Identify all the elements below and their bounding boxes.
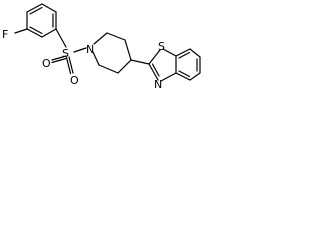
bond	[41, 28, 57, 38]
bond	[124, 39, 132, 61]
bond	[189, 72, 201, 81]
atom-label-oxygen-top: O	[42, 57, 51, 70]
bond	[175, 48, 191, 57]
aromatic-inner-bond	[178, 51, 191, 59]
benzo-ring	[175, 48, 201, 81]
bond	[162, 48, 177, 57]
bond-s-o-bottom	[68, 56, 74, 74]
piperidine-ring	[92, 32, 132, 74]
bond	[92, 51, 100, 66]
bond	[117, 59, 132, 74]
bond	[189, 48, 201, 58]
bond	[93, 32, 108, 45]
atom-label-sulfur: S	[62, 47, 69, 60]
bond	[106, 32, 126, 41]
bond	[160, 72, 177, 82]
bond-ring-to-sulfur	[55, 28, 67, 48]
bond-piperidine-to-thiazole	[130, 59, 150, 65]
bond	[26, 28, 43, 38]
bond	[175, 72, 191, 81]
bond-s-o-top	[51, 55, 67, 61]
atom-label-fluorine: F	[2, 28, 8, 41]
bond	[26, 3, 43, 13]
aromatic-inner-bond	[178, 70, 191, 78]
bond	[41, 3, 57, 13]
atom-label-oxygen-bottom: O	[70, 74, 79, 87]
aromatic-inner-bond	[29, 6, 43, 15]
bond-s-o-bottom	[65, 56, 72, 75]
atom-label-thiazole-nitrogen: N	[154, 78, 162, 91]
bond-s-o-top	[51, 57, 67, 64]
chemical-structure-diagram: F S O O N S N	[2, 3, 201, 91]
thiazole-ring	[148, 48, 177, 82]
bond-ring-to-fluorine	[14, 28, 28, 34]
double-bond-inner	[151, 63, 160, 77]
bond	[148, 63, 159, 81]
aromatic-inner-bond	[29, 26, 43, 35]
bond-sulfur-to-nitrogen	[73, 47, 87, 53]
bond	[148, 49, 161, 65]
fluorophenyl-ring	[26, 3, 57, 38]
atom-label-thiazole-sulfur: S	[158, 40, 165, 53]
atom-label-piperidine-nitrogen: N	[86, 43, 94, 56]
bond	[98, 64, 119, 74]
